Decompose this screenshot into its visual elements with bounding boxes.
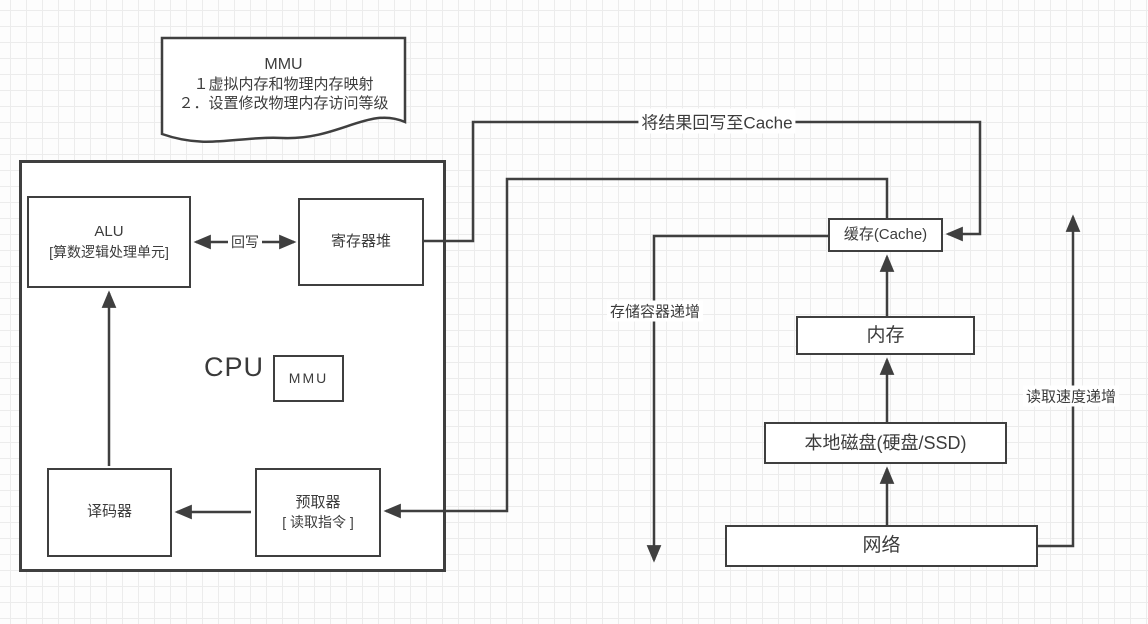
alu-title: ALU <box>94 223 124 241</box>
prefetcher-box: 预取器 [ 读取指令 ] <box>255 468 381 557</box>
decoder-box: 译码器 <box>47 468 172 557</box>
register-file-box: 寄存器堆 <box>298 198 424 286</box>
register-file-label: 寄存器堆 <box>330 232 391 250</box>
mmu-note-line1: １虚拟内存和物理内存映射 <box>193 75 374 93</box>
cache-label: 缓存(Cache) <box>843 225 928 243</box>
network-label: 网络 <box>862 535 901 557</box>
alu-subtitle: [算数逻辑处理单元] <box>49 243 169 260</box>
prefetcher-title: 预取器 <box>295 493 341 511</box>
writeback-to-cache-edge-label: 将结果回写至Cache <box>638 108 796 134</box>
capacity-edge-label: 存储容器递增 <box>606 300 704 322</box>
alu-box: ALU [算数逻辑处理单元] <box>27 196 191 288</box>
memory-label: 内存 <box>866 324 905 346</box>
writeback-edge-label: 回写 <box>228 232 262 252</box>
network-box: 网络 <box>725 525 1038 567</box>
cpu-title: CPU <box>204 352 265 382</box>
prefetcher-subtitle: [ 读取指令 ] <box>282 514 354 531</box>
decoder-label: 译码器 <box>86 503 132 521</box>
disk-label: 本地磁盘(硬盘/SSD) <box>804 432 967 453</box>
memory-box: 内存 <box>796 316 975 355</box>
mmu-note-text: MMU １虚拟内存和物理内存映射 ２．设置修改物理内存访问等级 <box>162 55 405 114</box>
cache-box: 缓存(Cache) <box>828 218 943 252</box>
disk-box: 本地磁盘(硬盘/SSD) <box>764 422 1007 464</box>
mmu-label: MMU <box>288 370 329 387</box>
speed-edge-label: 读取速度递增 <box>1022 385 1120 407</box>
edge-capacity-arrow <box>646 234 828 563</box>
mmu-box: MMU <box>273 355 344 402</box>
edge-speed-arrow <box>1038 214 1081 548</box>
mmu-note-line2: ２．设置修改物理内存访问等级 <box>178 95 389 112</box>
mmu-note-title: MMU <box>264 56 303 73</box>
